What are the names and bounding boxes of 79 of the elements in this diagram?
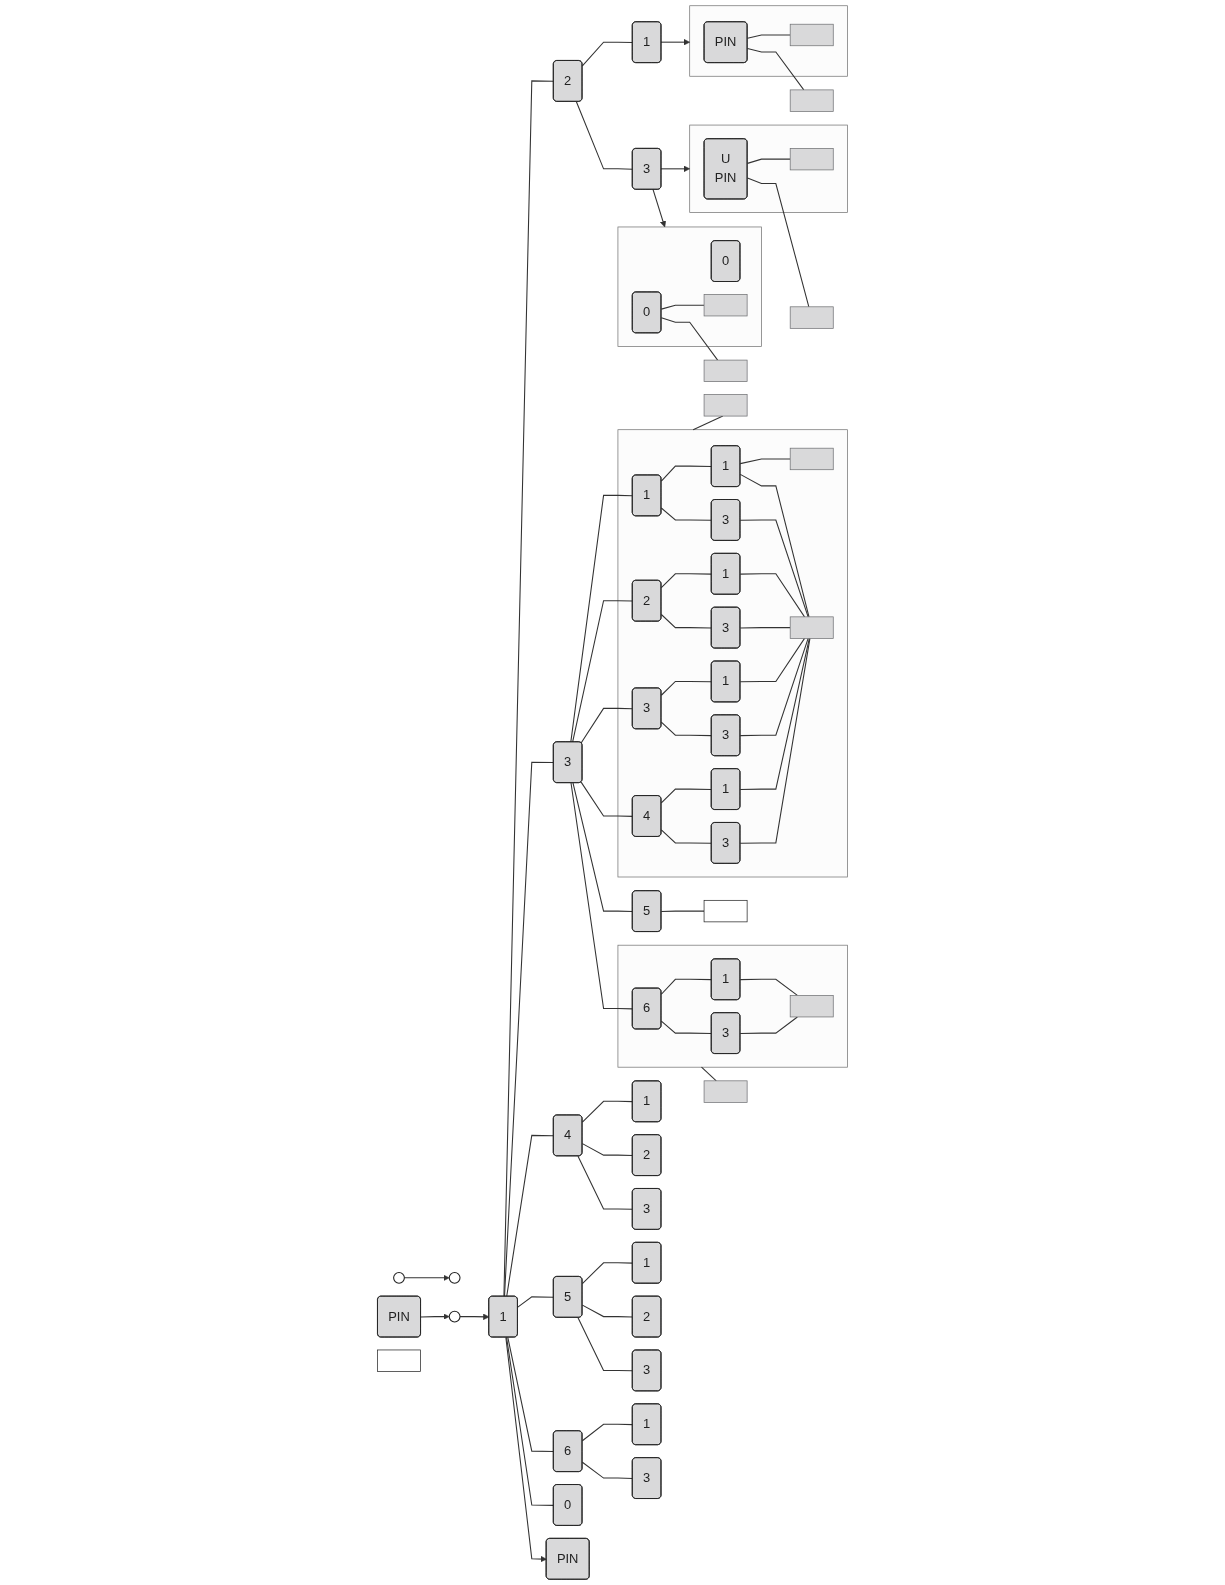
node-bar: [789, 447, 834, 471]
cluster: [689, 5, 848, 77]
arrow: [660, 165, 690, 172]
node-bar: [703, 294, 748, 317]
connector: [660, 978, 713, 995]
connector: [739, 978, 798, 996]
connector: [660, 465, 713, 482]
connector: [505, 1336, 555, 1506]
connector: [660, 910, 705, 912]
connector: [575, 101, 634, 170]
node-bar: [703, 1080, 748, 1103]
connector: [739, 637, 806, 683]
connector: [581, 1304, 634, 1318]
connector: [503, 761, 555, 1298]
node-bar: [789, 89, 834, 112]
connector: [660, 788, 713, 804]
arrow: [459, 1313, 490, 1320]
connector: [503, 80, 555, 1298]
connector: [660, 829, 713, 844]
cluster: [617, 429, 848, 878]
connector: [572, 782, 634, 912]
connector: [580, 781, 634, 817]
connector: [660, 304, 705, 310]
connector: [660, 680, 713, 696]
connector: [739, 637, 809, 737]
arrow: [420, 1313, 450, 1320]
arrow: [652, 188, 666, 228]
connector: [739, 627, 791, 629]
connector: [746, 34, 791, 39]
connector: [581, 1100, 634, 1123]
cluster: [617, 226, 762, 347]
node-circle: [448, 1310, 461, 1323]
connector: [660, 721, 713, 737]
node-circle: [448, 1271, 461, 1284]
connector: [739, 637, 811, 844]
node-bar: [789, 995, 834, 1018]
connector: [570, 494, 634, 743]
node-bar: [789, 306, 834, 329]
connector: [746, 158, 791, 164]
arrow: [505, 1336, 547, 1563]
arrow: [403, 1274, 450, 1281]
node-bar: [703, 394, 748, 417]
connector: [577, 1155, 634, 1210]
connector: [581, 1262, 634, 1285]
connector: [507, 1336, 555, 1453]
node-box: [703, 899, 748, 923]
connector: [739, 637, 810, 790]
connector: [739, 1016, 798, 1034]
connector: [660, 507, 713, 521]
connector: [580, 707, 634, 744]
connector: [700, 1066, 717, 1082]
node-box: [377, 1349, 421, 1372]
arrow: [660, 39, 690, 46]
node-bar: [789, 23, 834, 47]
connector: [581, 1461, 634, 1479]
node-circle: [393, 1271, 405, 1284]
connector: [577, 1317, 634, 1372]
connector: [581, 1423, 634, 1442]
node-bar: [703, 359, 748, 382]
cluster: [617, 944, 848, 1068]
connector: [739, 458, 791, 465]
connector: [506, 1134, 555, 1298]
connector: [570, 782, 634, 1010]
connector: [660, 1020, 713, 1034]
cluster: [689, 124, 848, 213]
node-bar: [789, 616, 834, 639]
connector: [739, 573, 806, 618]
connector: [517, 1296, 555, 1308]
connector: [572, 600, 634, 743]
connector: [746, 47, 805, 91]
connector: [739, 473, 810, 618]
connector: [746, 177, 810, 308]
connector: [660, 614, 713, 629]
node-bar: [789, 148, 834, 171]
connector: [660, 317, 719, 361]
connector: [660, 573, 713, 589]
connector: [581, 1143, 634, 1156]
connector: [739, 519, 809, 618]
connector: [581, 41, 634, 67]
